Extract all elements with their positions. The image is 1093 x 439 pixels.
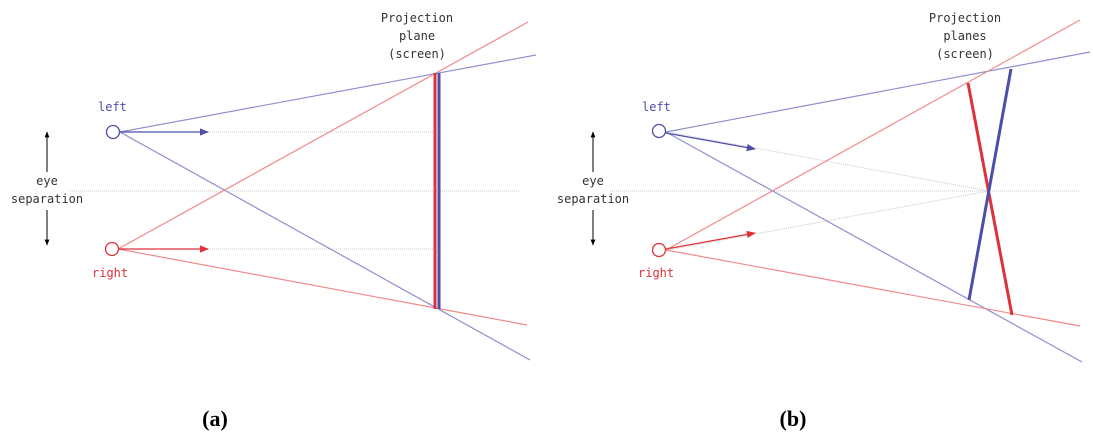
- left-frustum-top: [665, 51, 1091, 133]
- eye-separation-label-line2: separation: [11, 192, 83, 206]
- projection-title-line3: (screen): [388, 47, 446, 61]
- left-eye: [651, 123, 667, 139]
- right-eye: [104, 241, 120, 257]
- projection-plane-blue: [967, 68, 1013, 301]
- right-eye: [651, 242, 667, 258]
- right-frustum-top: [665, 19, 1081, 251]
- right-frustum-top: [117, 21, 529, 250]
- projection-title-line2: planes: [943, 29, 986, 43]
- eye-separation-label-line1: eye: [36, 174, 58, 188]
- eye-separation-label-line1: eye: [582, 174, 604, 188]
- panel-a: Projection plane (screen) left right eye…: [11, 11, 537, 431]
- right-frustum-bottom: [117, 248, 528, 326]
- right-sight-dotted: [667, 190, 990, 251]
- right-eye-label: right: [638, 266, 674, 280]
- right-view-arrow: [665, 230, 756, 250]
- left-eye: [105, 124, 121, 140]
- panel-a-caption: (a): [202, 406, 228, 431]
- right-eye-label: right: [92, 266, 128, 280]
- projection-title-line1: Projection: [929, 11, 1001, 25]
- left-eye-label: left: [98, 100, 127, 114]
- panel-b: Projection planes (screen) left right ey…: [557, 11, 1091, 431]
- panel-b-caption: (b): [780, 406, 807, 431]
- left-frustum-bottom: [665, 131, 1083, 363]
- eye-separation-label-line2: separation: [557, 192, 629, 206]
- left-view-arrow: [665, 132, 756, 152]
- projection-title-line2: plane: [399, 29, 435, 43]
- projection-plane-red: [966, 82, 1014, 316]
- projection-title-line1: Projection: [381, 11, 453, 25]
- projection-title-line3: (screen): [936, 47, 994, 61]
- left-frustum-bottom: [119, 131, 531, 361]
- right-frustum-bottom: [665, 249, 1081, 327]
- left-frustum-top: [119, 54, 537, 133]
- left-sight-dotted: [667, 131, 990, 192]
- left-eye-label: left: [642, 100, 671, 114]
